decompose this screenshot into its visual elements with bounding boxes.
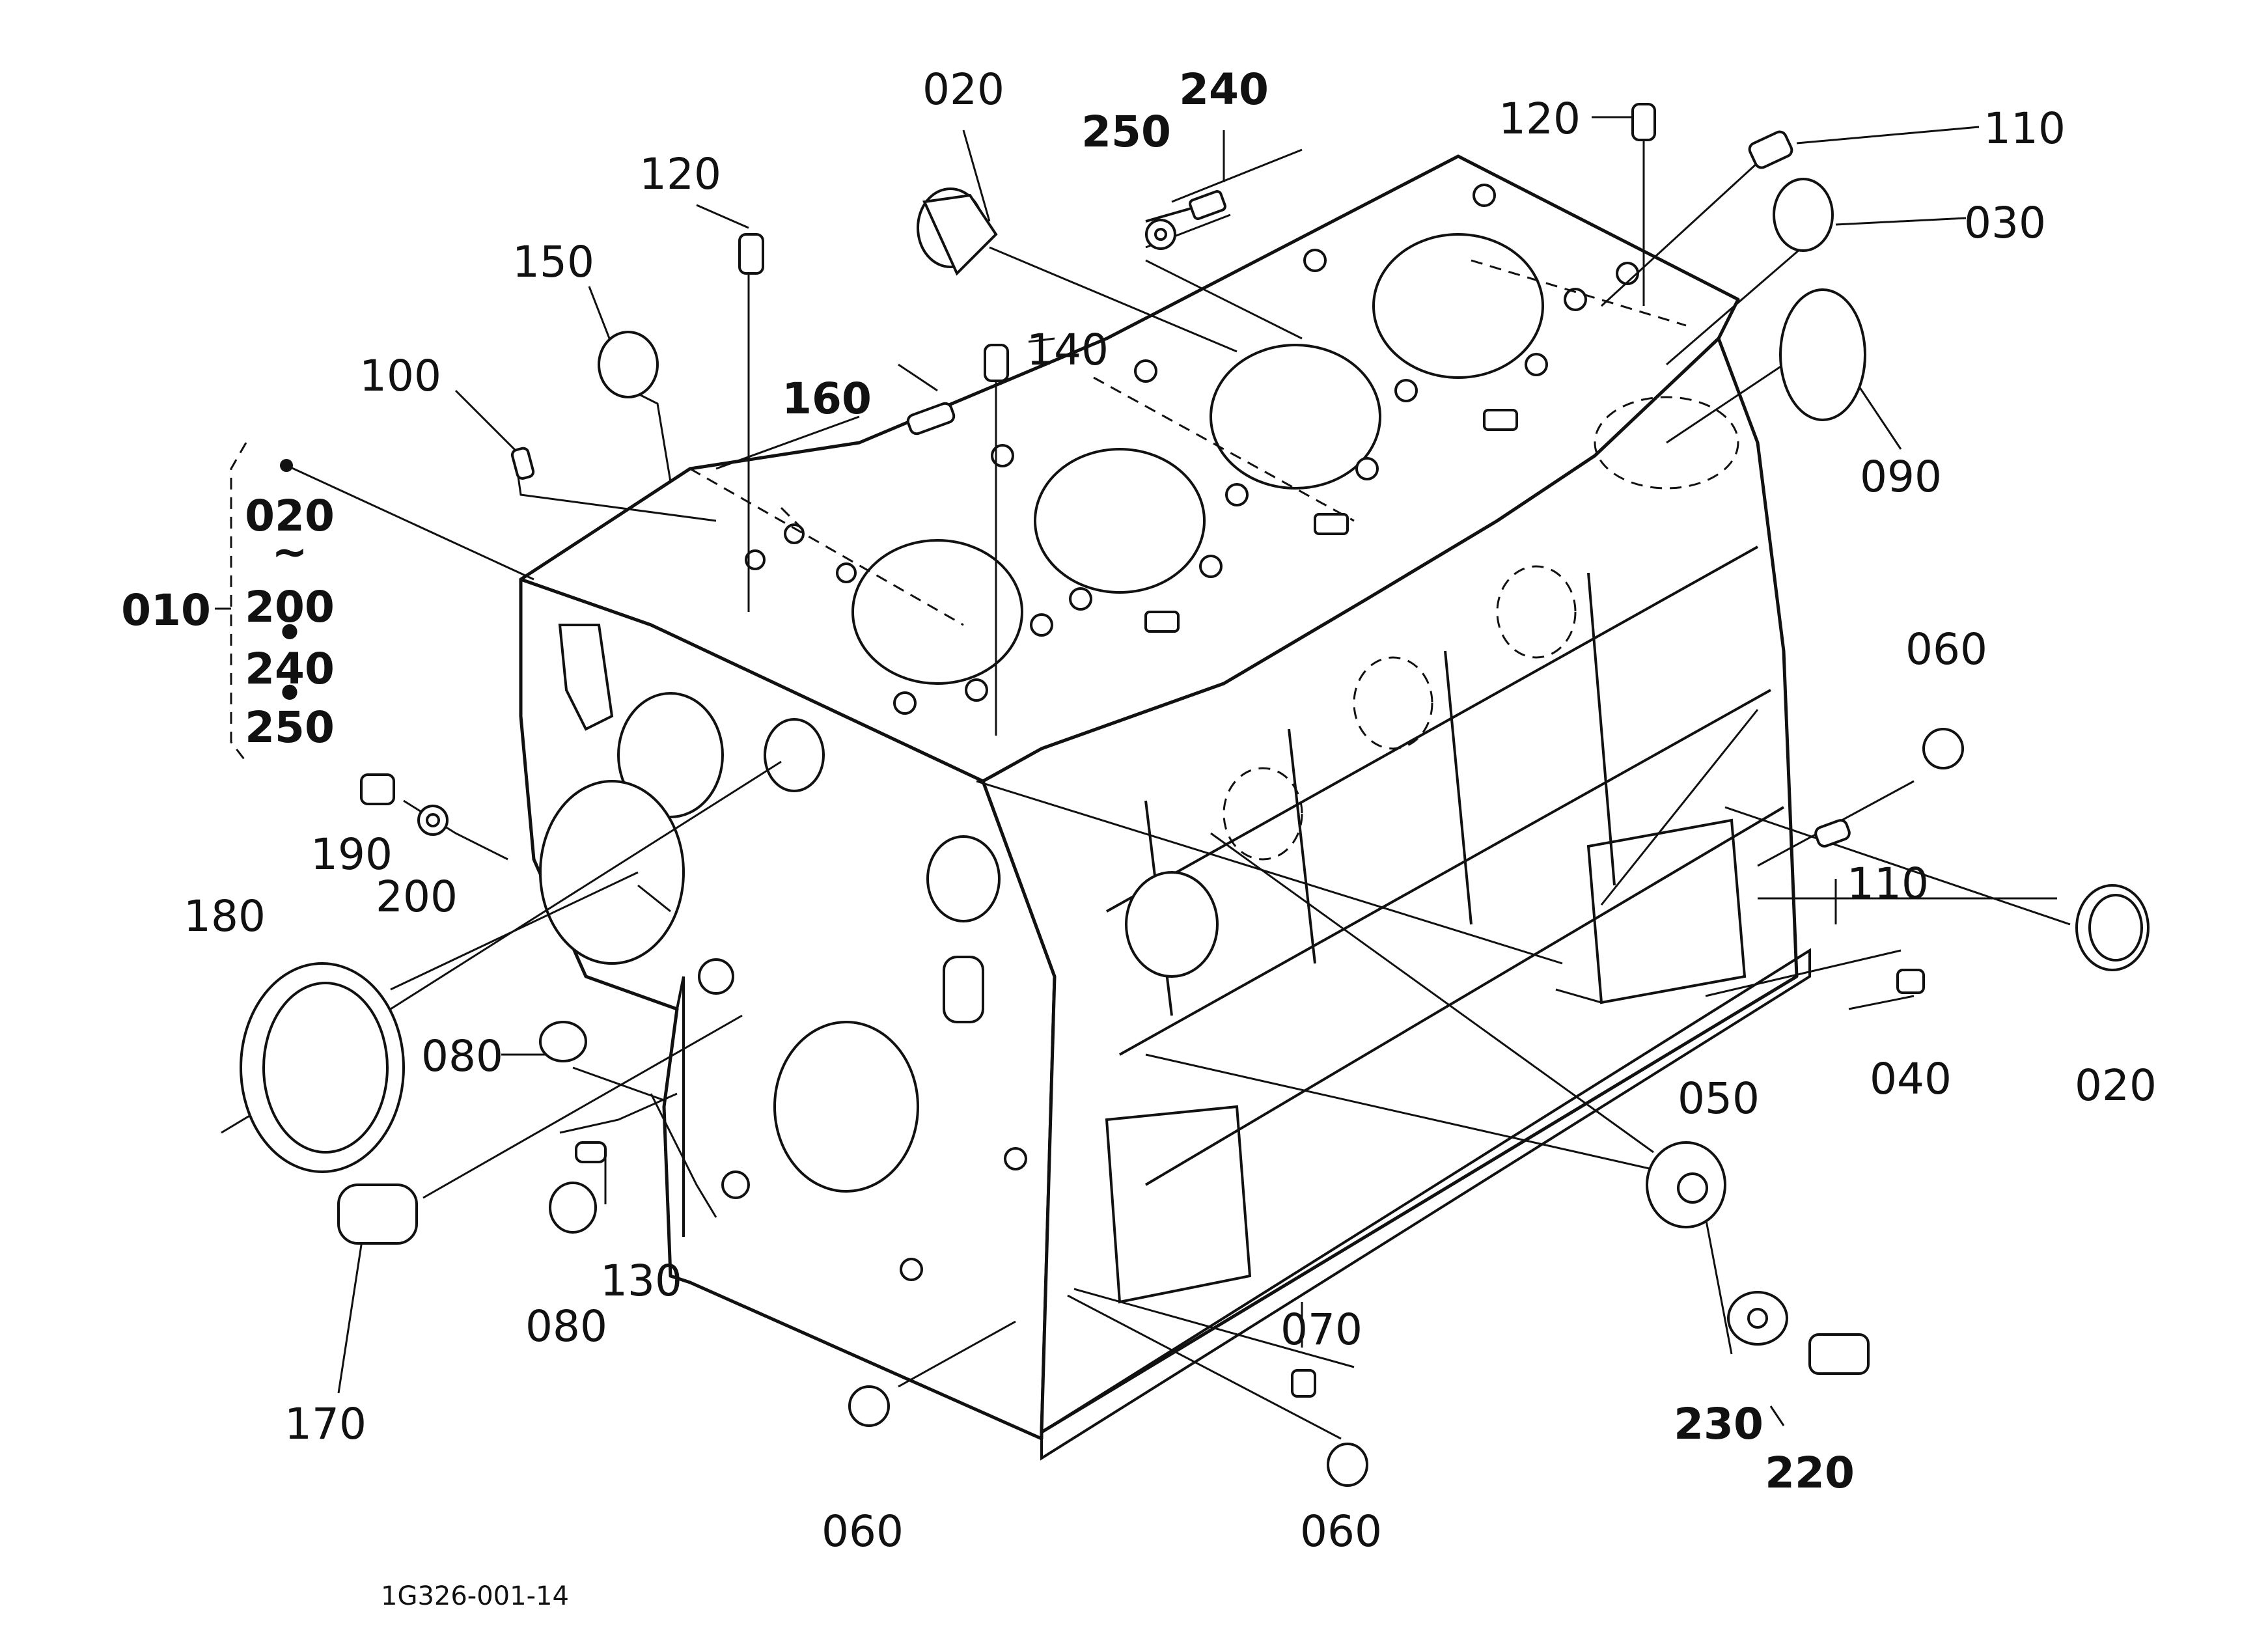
label-090: 090 xyxy=(1860,452,1942,502)
part-060-right-icon xyxy=(1922,728,1964,769)
label-040: 040 xyxy=(1870,1054,1952,1104)
label-170: 170 xyxy=(284,1399,366,1449)
part-020-right-icon xyxy=(2075,884,2150,971)
part-250-washer-icon xyxy=(1145,219,1176,250)
assembly-bracket xyxy=(215,442,293,762)
part-040-plug-icon xyxy=(1896,969,1925,994)
part-050-plug-icon xyxy=(1646,1141,1726,1228)
label-050: 050 xyxy=(1678,1073,1760,1124)
part-200-washer-icon xyxy=(417,805,449,836)
assembly-item-3: 200 xyxy=(245,582,335,632)
part-100-pin-icon xyxy=(510,447,535,480)
label-060-right: 060 xyxy=(1905,624,1987,674)
part-230-washer-icon xyxy=(1727,1291,1788,1346)
leader-lines xyxy=(221,116,2071,1440)
cylinder-block xyxy=(519,154,1811,1461)
label-020-right: 020 xyxy=(2075,1060,2157,1111)
assembly-item-7: 250 xyxy=(245,702,335,753)
part-060-bottom-left-icon xyxy=(848,1385,890,1427)
label-220: 220 xyxy=(1765,1448,1855,1498)
label-140: 140 xyxy=(1027,325,1109,375)
part-030-cap-icon xyxy=(1773,178,1834,252)
assembly-item-4: • xyxy=(276,608,303,658)
label-130: 130 xyxy=(600,1256,682,1306)
assembly-item-2: ~ xyxy=(271,527,307,577)
label-120-left: 120 xyxy=(639,149,721,199)
label-010: 010 xyxy=(121,585,211,635)
part-labels: 020 240 250 120 110 030 090 120 150 100 … xyxy=(121,64,2157,1611)
label-110-top: 110 xyxy=(1984,104,2066,154)
part-150-cap-icon xyxy=(598,331,659,398)
figure-reference: 1G326-001-14 xyxy=(381,1581,569,1611)
part-160-bolt-icon xyxy=(906,402,956,436)
part-110-side-pin-icon xyxy=(1814,819,1851,848)
label-120-right: 120 xyxy=(1499,94,1581,144)
part-020-top-icon xyxy=(917,187,998,276)
part-180-seal-icon xyxy=(240,962,405,1173)
label-060-bottom: 060 xyxy=(1300,1506,1382,1557)
part-070-plug-icon xyxy=(1291,1369,1316,1398)
part-090-cap-icon xyxy=(1779,288,1866,421)
label-190: 190 xyxy=(311,829,393,879)
label-020-top: 020 xyxy=(922,64,1004,115)
label-100: 100 xyxy=(359,351,441,401)
label-060-bottom-left: 060 xyxy=(822,1506,904,1557)
label-160: 160 xyxy=(782,374,872,424)
assembly-item-6: • xyxy=(276,669,303,719)
label-230: 230 xyxy=(1674,1399,1763,1449)
assembly-item-1: 020 xyxy=(245,491,335,541)
assembly-dot-icon xyxy=(280,459,293,472)
part-190-bolt-icon xyxy=(360,773,395,805)
label-110-side: 110 xyxy=(1847,859,1929,909)
part-140-pin-icon xyxy=(984,344,1009,382)
part-110-top-pin-icon xyxy=(1748,130,1793,169)
part-060-bottom-icon xyxy=(1327,1443,1368,1487)
part-220-bolt-icon xyxy=(1808,1333,1870,1375)
label-070: 070 xyxy=(1280,1305,1362,1355)
part-130-pin-icon xyxy=(575,1141,607,1163)
label-080-upper: 080 xyxy=(421,1031,503,1081)
part-170-bushing-icon xyxy=(337,1183,418,1245)
label-180: 180 xyxy=(184,891,266,941)
label-200: 200 xyxy=(376,872,458,922)
label-240: 240 xyxy=(1179,64,1269,115)
label-150: 150 xyxy=(512,237,594,287)
part-080-lower-icon xyxy=(549,1182,597,1234)
assembly-item-5: 240 xyxy=(245,644,335,694)
label-080-lower: 080 xyxy=(525,1301,607,1351)
loose-parts xyxy=(240,103,2150,1487)
part-240-bolt-icon xyxy=(1145,190,1226,223)
part-120-left-pin-icon xyxy=(738,233,764,275)
part-120-right-pin-icon xyxy=(1631,103,1656,141)
label-250: 250 xyxy=(1081,107,1171,157)
label-030: 030 xyxy=(1964,198,2046,248)
part-080-upper-icon xyxy=(539,1021,587,1062)
